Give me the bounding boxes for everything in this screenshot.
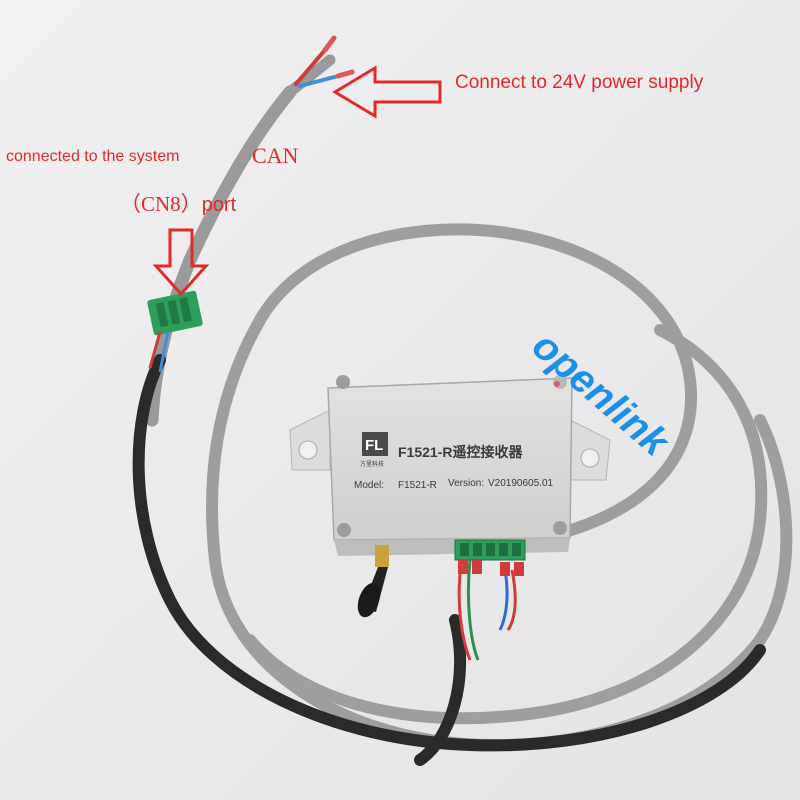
- device-logo: [362, 432, 388, 456]
- device-model-value: F1521-R: [398, 480, 437, 491]
- arrow-to-power: [332, 65, 442, 119]
- device-version-label: Version:: [448, 478, 484, 489]
- device-version-value: V20190605.01: [488, 478, 554, 489]
- device-logo-subtext: 方里科技: [360, 460, 384, 468]
- cn8-annotation: （CN8）: [120, 192, 202, 216]
- device-title: F1521-R遥控接收器: [398, 444, 523, 460]
- device-model-label: Model:: [354, 480, 384, 491]
- black-loop-cable: [132, 354, 766, 766]
- receiver-enclosure: [289, 375, 611, 556]
- port-suffix-annotation: port: [201, 194, 237, 216]
- terminal-block: [454, 539, 526, 576]
- port-annotation: （CN8）port: [120, 188, 236, 218]
- power-supply-annotation: Connect to 24V power supply: [455, 72, 704, 93]
- device-logo-text: FL: [365, 437, 383, 454]
- can-connector-plug: [147, 290, 203, 373]
- can-annotation: CAN: [252, 143, 299, 168]
- device-label: FL 方里科技 F1521-R遥控接收器 Model: F1521-R Vers…: [354, 432, 554, 491]
- system-can-annotation: connected to the system: [6, 148, 180, 165]
- gray-loop-cable: [206, 223, 793, 752]
- arrow-to-connector: [152, 228, 210, 297]
- antenna: [357, 545, 389, 618]
